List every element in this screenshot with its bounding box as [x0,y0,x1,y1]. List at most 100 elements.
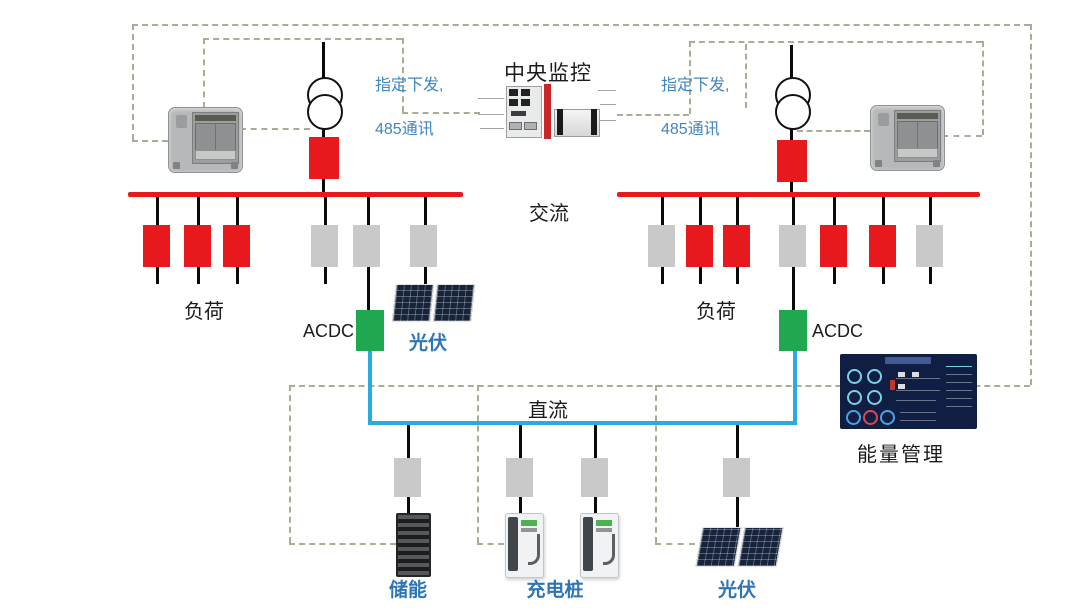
load-breaker [723,225,750,267]
comm-line-pv-link [655,543,695,545]
gauge-icon [867,369,882,384]
feeder-stub [196,267,200,284]
comm-line-transformer-to-meter-right [797,130,870,132]
feeder-stub [660,267,664,284]
comm-line-to-monitor-left [402,112,480,114]
feeder-stub [881,267,885,284]
leader-line [600,120,616,121]
note-line: 指定下发, [375,77,444,94]
feeder-line [155,195,159,225]
feeder-line [928,195,932,225]
transformer-icon-left [307,94,343,130]
leader-line [598,90,616,91]
load-breaker [820,225,847,267]
comm-note-left: 指定下发, 485通讯 [375,53,443,141]
charging-pile-image [580,513,619,578]
schematic-block [898,372,905,377]
device-link-line [406,497,410,515]
acdc-converter-right [779,310,807,351]
leader-line [478,114,504,115]
feeder-line [735,195,739,225]
status-circle-icon [846,410,861,425]
comm-line-storage-link [289,543,396,545]
feeder-breaker [410,225,437,267]
feeder-line [323,195,327,225]
list-line [946,390,972,391]
charger-cable [528,534,540,565]
ac-bus-label: 交流 [529,203,569,225]
screw-icon [875,160,882,167]
schematic-line [896,400,936,401]
drum-cap [591,109,597,135]
comm-line-outer-top [132,24,1030,26]
feeder-line [235,195,239,225]
list-line [946,374,972,375]
screw-icon [173,162,180,169]
central-monitoring-title: 中央监控 [504,62,592,85]
screw-icon [933,160,940,167]
schematic-block [898,384,905,389]
comm-line-inner-left-note-edge [402,38,404,112]
charger-label: 充电桩 [526,580,584,601]
feeder-line [423,195,427,225]
dc-converter [723,458,750,497]
feeder-breaker [353,225,380,267]
dc-drop-line [593,425,597,458]
port-icon [521,99,530,106]
comm-line-charger-link [477,543,504,545]
note-line: 指定下发, [661,77,730,94]
list-line [900,412,936,413]
central-monitoring-image [478,80,618,142]
feeder-stub [832,267,836,284]
charger-side-panel [583,517,593,571]
comm-line-meter-to-transformer-left [240,128,310,130]
meter-label-bar [897,148,938,158]
meter-logo [878,113,889,126]
feeder-stub [235,267,239,284]
solar-panel-image-dc [695,527,784,567]
dc-drop-line [518,425,522,458]
load-breaker [143,225,170,267]
load-breaker [869,225,896,267]
status-circle-icon [880,410,895,425]
comm-line-outer-left [132,24,134,140]
feeder-stub [155,267,159,284]
power-meter-image-left [168,107,243,173]
meter-window [897,121,938,149]
comm-line-pv-drop [655,385,657,543]
solar-panel-image-ac [392,284,475,322]
screw-icon [231,162,238,169]
leader-line [600,104,616,105]
acdc-label-left: ACDC [303,321,355,341]
load-breaker [184,225,211,267]
feeder-breaker [916,225,943,267]
port-icon [509,99,518,106]
load-breaker [686,225,713,267]
comm-note-right: 指定下发, 485通讯 [661,53,729,141]
status-circle-icon [863,410,878,425]
feeder-line [881,195,885,225]
label-tag [511,111,526,116]
acdc-link-line [366,267,370,310]
storage-label: 储能 [388,580,427,601]
list-line [900,420,936,421]
feeder-breaker [648,225,675,267]
port-icon [509,89,518,96]
energy-management-dashboard-image [840,354,977,429]
comm-line-storage-drop [289,385,291,543]
dc-riser-left [368,351,372,425]
feeder-stub [928,267,932,284]
comm-line-to-monitor-right [617,114,689,116]
comm-line-dc-horizontal [289,385,1030,387]
feeder-line [698,195,702,225]
incomer-breaker-right [777,140,807,182]
port-icon [521,89,530,96]
load-breaker [223,225,250,267]
dc-bus-label: 直流 [528,400,568,422]
meter-strip [195,115,236,121]
feeder-stub [698,267,702,284]
schematic-block [890,380,895,390]
schematic-line [896,378,940,379]
dc-drop-line [406,425,410,458]
list-line [946,366,972,367]
